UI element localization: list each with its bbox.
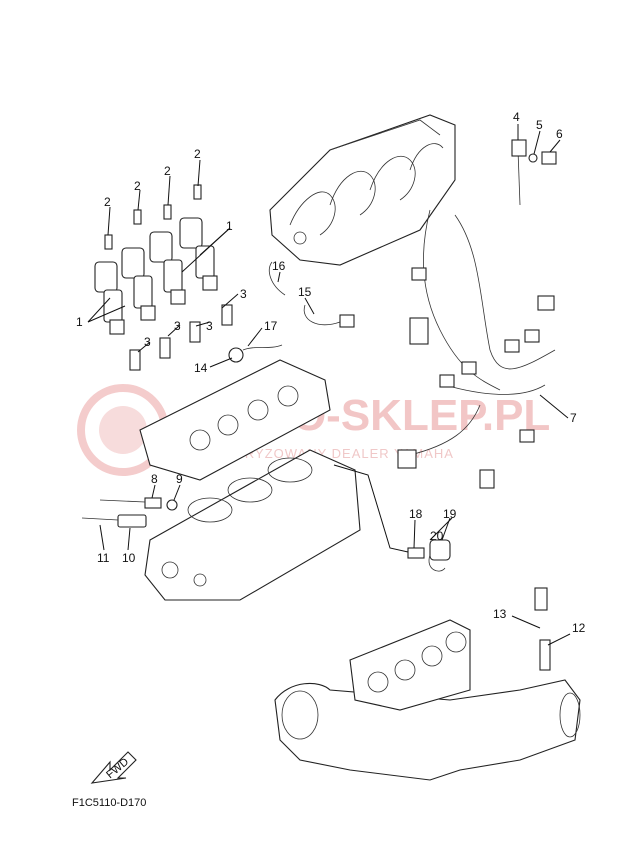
callout-3: 3 bbox=[144, 335, 151, 349]
callout-11: 11 bbox=[97, 551, 110, 565]
callout-3: 3 bbox=[240, 287, 247, 301]
cylinder-head-cover bbox=[269, 114, 456, 266]
cylinder-head bbox=[139, 359, 331, 481]
callout-17: 17 bbox=[264, 319, 278, 333]
wire-harness bbox=[397, 209, 556, 489]
fwd-arrow-icon: FWD bbox=[90, 751, 137, 784]
callout-19: 19 bbox=[443, 507, 457, 521]
callout-6: 6 bbox=[556, 127, 563, 141]
callout-15: 15 bbox=[298, 285, 312, 299]
clamp-parts bbox=[511, 139, 557, 206]
exhaust-manifold bbox=[274, 587, 581, 781]
callout-3: 3 bbox=[206, 319, 213, 333]
small-parts-center bbox=[228, 261, 355, 363]
callout-2: 2 bbox=[164, 164, 171, 178]
callout-14: 14 bbox=[194, 361, 208, 375]
callout-2: 2 bbox=[134, 179, 141, 193]
callout-2: 2 bbox=[194, 147, 201, 161]
callout-3: 3 bbox=[174, 319, 181, 333]
callout-20: 20 bbox=[430, 529, 444, 543]
callout-1: 1 bbox=[76, 315, 83, 329]
callout-9: 9 bbox=[176, 472, 183, 486]
coil-bolts bbox=[104, 184, 202, 250]
callout-5: 5 bbox=[536, 118, 543, 132]
diagram-code: F1C5110-D170 bbox=[72, 797, 146, 809]
watermark-sub: AUTORYZOWANY DEALER YAMAHA bbox=[205, 446, 454, 461]
callout-4: 4 bbox=[513, 110, 520, 124]
callout-10: 10 bbox=[122, 551, 136, 565]
callout-12: 12 bbox=[572, 621, 586, 635]
callout-7: 7 bbox=[570, 411, 577, 425]
spark-plugs bbox=[129, 304, 233, 371]
callout-13: 13 bbox=[493, 607, 507, 621]
callout-1: 1 bbox=[226, 219, 233, 233]
ignition-coils bbox=[94, 217, 218, 335]
callout-18: 18 bbox=[409, 507, 423, 521]
callout-2: 2 bbox=[104, 195, 111, 209]
leader-lines bbox=[87, 124, 571, 646]
callout-8: 8 bbox=[151, 472, 158, 486]
cylinder-block bbox=[144, 449, 361, 601]
callout-16: 16 bbox=[272, 259, 286, 273]
callout-labels: 2 2 2 2 1 1 3 3 3 3 4 5 6 7 8 9 10 11 12… bbox=[76, 110, 586, 635]
sensors-left bbox=[81, 497, 178, 528]
sensor-parts-right bbox=[407, 539, 451, 572]
